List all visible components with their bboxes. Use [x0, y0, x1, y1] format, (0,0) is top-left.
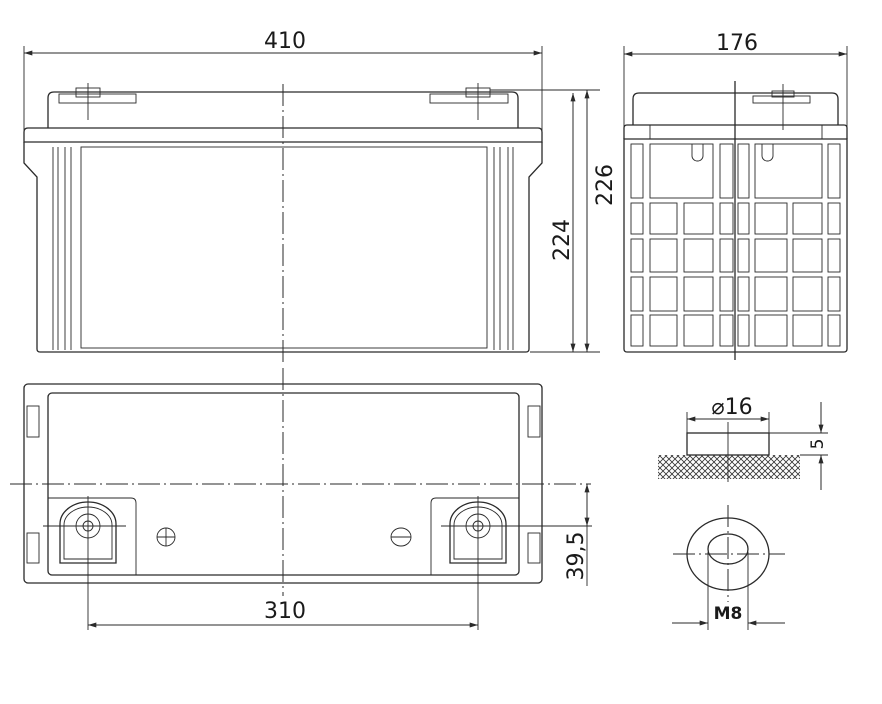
grid-cell [649, 314, 678, 347]
grid-cell [827, 238, 841, 273]
grid-cell [737, 202, 750, 235]
grid-cell [649, 202, 678, 235]
grid-cell [827, 202, 841, 235]
grid-cell [737, 143, 750, 199]
grid-cell [630, 238, 644, 273]
grid-cell [630, 202, 644, 235]
terminal-recess-left [48, 497, 137, 575]
grid-cell [719, 276, 734, 312]
grid-cell [649, 276, 678, 312]
terminal-negative [441, 501, 524, 564]
grid-cell [792, 276, 823, 312]
grid-cell [719, 143, 734, 199]
terminal-plate-left [58, 93, 137, 104]
terminal-height-label: 5 [808, 439, 828, 450]
top-view: 310 39,5 [10, 368, 592, 630]
grid-cell [827, 276, 841, 312]
grid-cell [792, 238, 823, 273]
front-panel [80, 146, 488, 349]
grid-cell [719, 314, 734, 347]
grid-cell [792, 202, 823, 235]
grid-cell [649, 143, 714, 199]
terminal-recess-right [430, 497, 519, 575]
grid-cell [737, 276, 750, 312]
grid-cell [754, 202, 788, 235]
grid-cell [649, 238, 678, 273]
terminal-diameter-label: ⌀16 [711, 395, 752, 420]
grid-cell [754, 143, 823, 199]
grid-cell [719, 202, 734, 235]
front-view: 410 224 226 [23, 29, 618, 366]
lid-section-hatch [658, 455, 800, 479]
cell-notch [691, 144, 704, 162]
grid-cell [683, 202, 714, 235]
side-slot [26, 405, 40, 438]
case-height-label: 224 [550, 219, 575, 261]
grid-cell [737, 314, 750, 347]
length-label: 410 [264, 29, 306, 54]
grid-cell [754, 314, 788, 347]
terminal-plate [752, 95, 811, 104]
grid-cell [683, 238, 714, 273]
grid-cell [827, 143, 841, 199]
side-slot [527, 405, 541, 438]
terminal-positive [43, 501, 126, 564]
plus-polarity-icon [156, 527, 176, 547]
cell-notch [761, 144, 774, 162]
terminal-spacing-label: 310 [264, 599, 306, 624]
grid-cell [827, 314, 841, 347]
grid-cell [683, 276, 714, 312]
ribs-left [52, 147, 72, 350]
terminal-detail-top: M8 [672, 505, 785, 630]
grid-cell [630, 276, 644, 312]
total-height-label: 226 [593, 164, 618, 206]
grid-cell [754, 238, 788, 273]
side-rib-grid [630, 143, 841, 347]
side-view: 176 [623, 31, 848, 360]
minus-polarity-icon [390, 527, 412, 547]
grid-cell [792, 314, 823, 347]
thread-label: M8 [714, 604, 743, 624]
grid-cell [754, 276, 788, 312]
grid-cell [630, 314, 644, 347]
case-side [623, 138, 848, 353]
side-slot [26, 532, 40, 564]
lid-band [23, 127, 543, 143]
grid-cell [737, 238, 750, 273]
terminal-offset-label: 39,5 [564, 532, 589, 581]
grid-cell [683, 314, 714, 347]
width-label: 176 [716, 31, 758, 56]
grid-cell [630, 143, 644, 199]
side-slot [527, 532, 541, 564]
terminal-detail-side: ⌀16 5 [658, 395, 828, 490]
grid-cell [719, 238, 734, 273]
ribs-right [493, 147, 514, 350]
terminal-plate-right [429, 93, 509, 104]
